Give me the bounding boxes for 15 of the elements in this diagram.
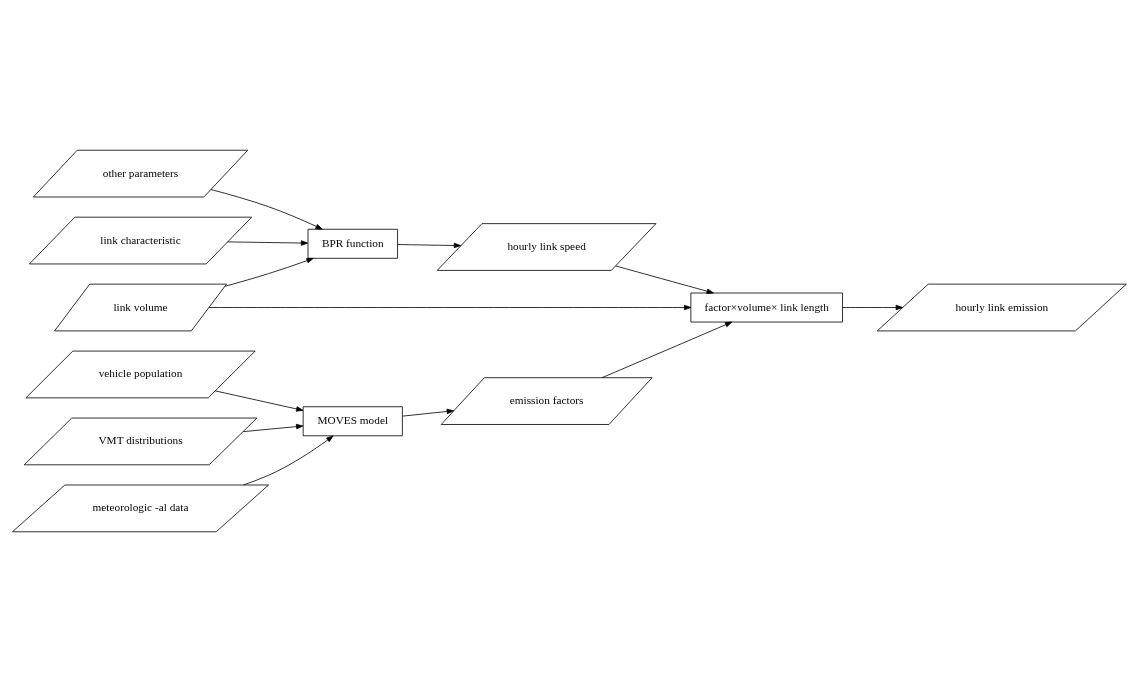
arrow bbox=[224, 257, 314, 287]
arrow bbox=[210, 188, 323, 230]
arrow bbox=[615, 265, 714, 294]
arrow bbox=[242, 435, 334, 485]
arrow bbox=[227, 239, 309, 246]
arrow bbox=[242, 423, 304, 432]
arrow bbox=[397, 242, 462, 248]
arrow bbox=[214, 390, 304, 412]
arrow bbox=[402, 408, 454, 417]
arrow bbox=[208, 304, 692, 310]
arrow bbox=[601, 321, 733, 378]
node-box: factor×volume× link length bbox=[690, 292, 843, 322]
node-box: MOVES model bbox=[302, 405, 403, 436]
node-box: BPR function bbox=[307, 228, 398, 259]
arrow bbox=[842, 304, 903, 310]
